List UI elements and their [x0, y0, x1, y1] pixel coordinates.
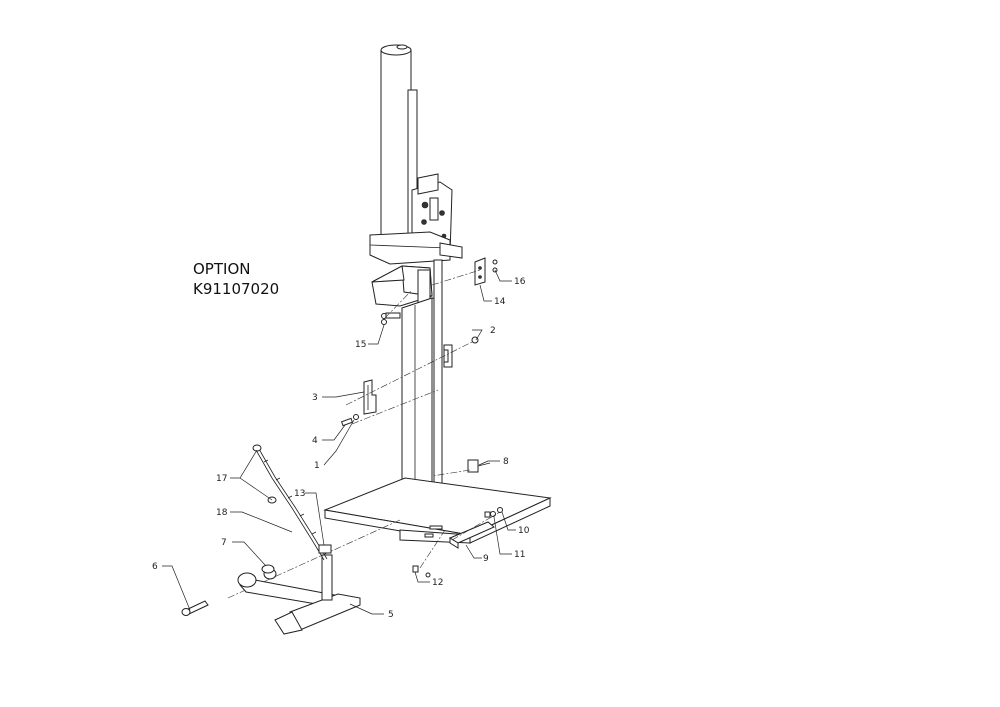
lower-post [401, 259, 453, 507]
carriage-assembly [369, 173, 463, 265]
callout-6: 6 [152, 562, 158, 572]
callout-8: 8 [503, 457, 509, 467]
hardware [340, 257, 503, 578]
callout-11: 11 [514, 550, 525, 560]
callout-labels: 1 2 3 4 5 6 7 8 9 10 11 12 13 14 15 16 1… [152, 277, 530, 620]
part-6-bolt [181, 600, 209, 616]
callout-17: 17 [216, 474, 227, 484]
callout-4: 4 [312, 436, 318, 446]
part-9-clip [448, 521, 495, 549]
callout-14: 14 [494, 297, 506, 307]
clamp-bracket [371, 265, 433, 311]
leader-lines [162, 269, 516, 615]
part-13-clip [318, 544, 332, 554]
callout-16: 16 [514, 277, 526, 287]
callout-1: 1 [314, 461, 320, 471]
assembly-axis-lines [227, 269, 501, 599]
callout-10: 10 [518, 526, 530, 536]
part-7-washer [261, 564, 275, 574]
callout-5: 5 [388, 610, 394, 620]
option-part-number: K91107020 [193, 280, 280, 298]
part-5-stand-base [237, 554, 361, 635]
callout-3: 3 [312, 393, 318, 403]
part-17-hooks [252, 444, 277, 504]
upper-tube [380, 44, 418, 246]
callout-7: 7 [221, 538, 227, 548]
part-3-bracket [363, 379, 377, 415]
callout-18: 18 [216, 508, 228, 518]
callout-2: 2 [490, 326, 496, 336]
option-title: OPTION K91107020 [193, 259, 279, 299]
callout-9: 9 [483, 554, 489, 564]
callout-13: 13 [294, 489, 305, 499]
base-plate [323, 477, 552, 544]
callout-12: 12 [432, 578, 443, 588]
option-label: OPTION [193, 260, 251, 278]
callout-15: 15 [355, 340, 366, 350]
